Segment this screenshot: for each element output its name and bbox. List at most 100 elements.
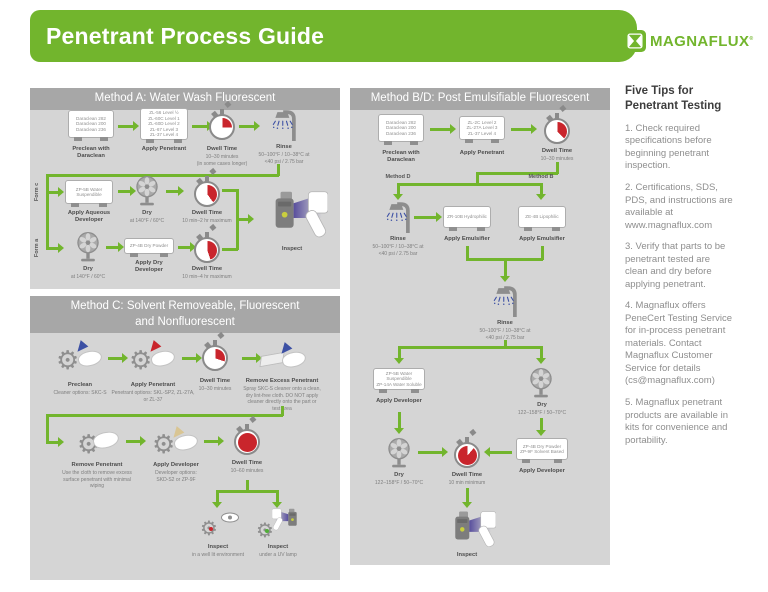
uv-lamp-inspect-icon	[440, 510, 496, 550]
flow-arrow	[276, 490, 279, 502]
method-bd-panel: Method B/D: Post Emulsifiable Fluorescen…	[350, 88, 610, 565]
flow-arrow	[466, 488, 469, 502]
dry-developer-tank-icon: ZP-4B Dry Powder	[124, 238, 174, 257]
method-a-panel: Method A: Water Wash Fluorescent Daracle…	[30, 88, 340, 289]
flow-line	[398, 346, 543, 349]
method-a-title: Method A: Water Wash Fluorescent	[30, 88, 340, 110]
flow-line	[556, 162, 559, 174]
flow-line	[216, 490, 278, 493]
flow-arrow	[540, 418, 543, 430]
apply-penetrant-spray-icon: ⚙	[129, 340, 177, 378]
tip-1: 1. Check required specifications before …	[625, 122, 712, 172]
flow-line	[397, 183, 542, 186]
flow-arrow	[397, 183, 400, 194]
dryer-fan-icon	[386, 436, 412, 469]
flow-arrow	[47, 441, 58, 444]
flow-arrow	[204, 440, 218, 443]
magnaflux-wordmark: MAGNAFLUX®	[650, 32, 754, 50]
flow-arrow	[414, 216, 436, 219]
flow-line	[541, 246, 544, 260]
method-c-panel: Method C: Solvent Removeable, Fluorescen…	[30, 296, 340, 580]
gear-icon: ⚙	[56, 346, 80, 376]
indication-dot	[209, 527, 213, 531]
flow-arrow	[118, 190, 130, 193]
uv-lamp-inspect-icon	[256, 190, 328, 241]
flow-arrow	[182, 357, 196, 360]
stopwatch-icon	[209, 109, 235, 140]
flow-arrow	[108, 357, 122, 360]
inspect-caption: Inspect	[456, 552, 478, 558]
gear-icon: ⚙	[152, 430, 176, 460]
dryer-fan-icon	[75, 230, 101, 263]
eye-icon	[220, 512, 240, 523]
method-bd-title: Method B/D: Post Emulsifiable Fluorescen…	[350, 88, 610, 110]
apply-emulsifier-caption: Apply Emulsifier	[444, 236, 490, 242]
preclean-caption: Preclean with Daraclean	[382, 150, 420, 164]
shower-rinse-icon	[270, 108, 298, 141]
flow-arrow	[242, 357, 256, 360]
tip-2: 2. Certifications, SDS, PDS, and instruc…	[625, 182, 733, 231]
apply-developer-caption: Apply Developer	[519, 468, 565, 474]
penetrant-tank-icon: ZL-2C Level 2 ZL-27A Level 3 ZL-37 Level…	[459, 116, 505, 143]
form-c-label: Form c	[34, 182, 40, 202]
magnaflux-logo: MAGNAFLUX®	[624, 30, 754, 52]
stopwatch-icon	[234, 424, 260, 455]
tip-5: 5. Magnaflux penetrant products are avai…	[625, 396, 728, 446]
flow-line	[46, 174, 49, 250]
inspect-uv-icon: ⚙	[254, 510, 302, 546]
header-banner: Penetrant Process Guide	[30, 10, 637, 62]
flow-line	[476, 172, 479, 185]
stopwatch-icon	[454, 437, 480, 468]
dryer-fan-icon	[528, 366, 554, 399]
registered-mark: ®	[749, 35, 754, 42]
form-a-label: Form a	[34, 238, 40, 258]
flow-arrow	[490, 451, 512, 454]
flow-arrow	[166, 190, 178, 193]
flow-line	[46, 174, 279, 177]
stopwatch-icon	[202, 340, 228, 371]
flow-arrow	[47, 247, 58, 250]
tip-3: 3. Verify that parts to be penetrant tes…	[625, 241, 726, 290]
shower-rinse-icon	[491, 284, 519, 317]
preclean-spray-icon: ⚙	[56, 340, 104, 378]
method-b-label: Method B	[528, 174, 554, 180]
flow-arrow	[47, 191, 58, 194]
flow-arrow	[216, 490, 219, 502]
penetrant-tank-icon: ZL-56 Level ½ ZL-60C Level 1 ZL-60D Leve…	[140, 108, 188, 143]
indication-dot	[265, 529, 269, 533]
apply-emulsifier-caption: Apply Emulsifier	[519, 236, 565, 242]
flow-line	[504, 340, 507, 348]
flow-arrow	[178, 246, 190, 249]
flow-line	[281, 406, 284, 416]
flow-arrow	[398, 346, 401, 358]
gear-icon: ⚙	[256, 520, 274, 540]
flow-arrow	[118, 125, 133, 128]
flow-arrow	[430, 128, 450, 131]
flow-arrow	[540, 183, 543, 194]
aqueous-developer-tank-icon: ZP-5B Water Suspendible	[65, 180, 113, 207]
inspect-caption: Inspect	[281, 246, 303, 252]
flow-arrow	[126, 440, 140, 443]
remove-penetrant-wipe-icon: ⚙	[73, 426, 121, 462]
dry-developer-tank-icon: ZP-4B Dry Powder ZP-9F Solvent Based	[516, 438, 568, 463]
apply-penetrant-caption: Apply Penetrant	[459, 150, 505, 156]
flow-arrow	[398, 412, 401, 428]
tips-sidebar: Five Tips for Penetrant Testing 1. Check…	[625, 84, 759, 447]
dryer-fan-icon	[134, 174, 160, 207]
flow-arrow	[106, 246, 118, 249]
flow-arrow	[511, 128, 531, 131]
flow-arrow	[540, 346, 543, 358]
